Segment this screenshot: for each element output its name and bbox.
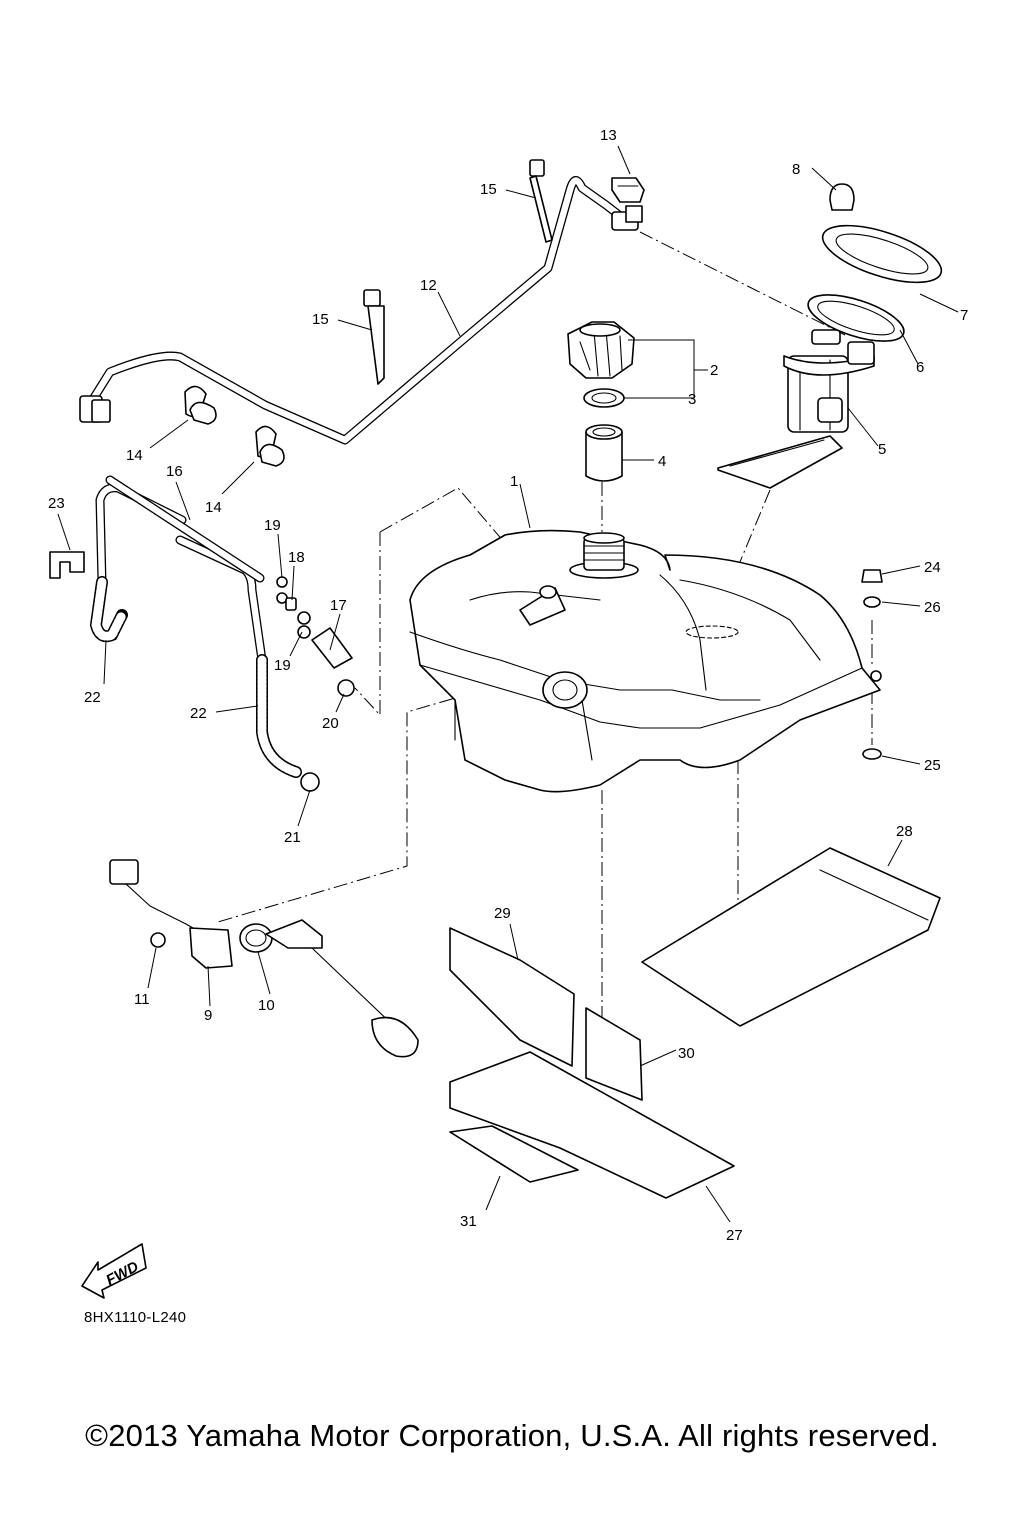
callout-20: 20 bbox=[322, 715, 339, 732]
fuel-pump-5 bbox=[717, 329, 875, 489]
diagram-code: 8HX1110-L240 bbox=[84, 1309, 187, 1326]
cable-tie-15b bbox=[363, 289, 385, 385]
fwd-arrow-icon: FWD bbox=[81, 1243, 147, 1299]
callout-17: 17 bbox=[330, 597, 347, 614]
mat-28 bbox=[641, 847, 941, 1027]
hose-clamp-14a bbox=[184, 385, 217, 425]
plate-7 bbox=[821, 224, 943, 284]
callout-15a: 15 bbox=[480, 181, 497, 198]
callout-14a: 14 bbox=[126, 447, 143, 464]
callout-19b: 19 bbox=[274, 657, 291, 674]
callout-29: 29 bbox=[494, 905, 511, 922]
callout-25: 25 bbox=[924, 757, 941, 774]
gasket-6 bbox=[807, 294, 905, 342]
callout-31: 31 bbox=[460, 1213, 477, 1230]
corrugated-hose-22b bbox=[256, 654, 302, 778]
filler-neck-4 bbox=[585, 424, 623, 482]
copyright-notice: ©2013 Yamaha Motor Corporation, U.S.A. A… bbox=[85, 1418, 939, 1453]
callout-19a: 19 bbox=[264, 517, 281, 534]
callout-14b: 14 bbox=[205, 499, 222, 516]
callout-13: 13 bbox=[600, 127, 617, 144]
pads-29-30-27-31 bbox=[449, 927, 735, 1199]
callout-3: 3 bbox=[688, 391, 696, 408]
corrugated-hose-22a bbox=[89, 576, 128, 643]
callout-30: 30 bbox=[678, 1045, 695, 1062]
callout-numbers: 1 2 3 4 5 6 7 8 9 10 11 12 13 14 14 15 1… bbox=[48, 127, 968, 1244]
cap-nut-8 bbox=[829, 183, 855, 211]
callout-9: 9 bbox=[204, 1007, 212, 1024]
fuel-sender-9-10-11 bbox=[109, 859, 419, 1058]
gasket-3 bbox=[583, 388, 625, 408]
callout-5: 5 bbox=[878, 441, 886, 458]
callout-4: 4 bbox=[658, 453, 666, 470]
callout-24: 24 bbox=[924, 559, 941, 576]
fittings-17-21 bbox=[276, 576, 355, 792]
callout-21: 21 bbox=[284, 829, 301, 846]
fuel-cap-2 bbox=[567, 321, 635, 379]
callout-1: 1 bbox=[510, 473, 518, 490]
breather-hose-12 bbox=[79, 176, 639, 445]
callout-27: 27 bbox=[726, 1227, 743, 1244]
fuel-tank-1 bbox=[409, 529, 882, 793]
callout-8: 8 bbox=[792, 161, 800, 178]
hose-clamp-14b bbox=[255, 425, 285, 467]
callout-12: 12 bbox=[420, 277, 437, 294]
callout-6: 6 bbox=[916, 359, 924, 376]
callout-28: 28 bbox=[896, 823, 913, 840]
hardware-24-26-25 bbox=[861, 569, 883, 760]
callout-11: 11 bbox=[134, 991, 150, 1008]
leader-lines bbox=[57, 145, 959, 1223]
callout-15b: 15 bbox=[312, 311, 329, 328]
callout-16: 16 bbox=[166, 463, 183, 480]
overflow-hose-16 bbox=[95, 475, 267, 665]
callout-10: 10 bbox=[258, 997, 275, 1014]
callout-26: 26 bbox=[924, 599, 941, 616]
clip-13 bbox=[611, 177, 645, 223]
callout-22b: 22 bbox=[190, 705, 207, 722]
callout-23: 23 bbox=[48, 495, 65, 512]
cable-tie-15a bbox=[529, 159, 553, 243]
clip-23 bbox=[49, 551, 85, 579]
callout-22a: 22 bbox=[84, 689, 101, 706]
callout-7: 7 bbox=[960, 307, 968, 324]
callout-2: 2 bbox=[710, 362, 718, 379]
callout-18: 18 bbox=[288, 549, 305, 566]
